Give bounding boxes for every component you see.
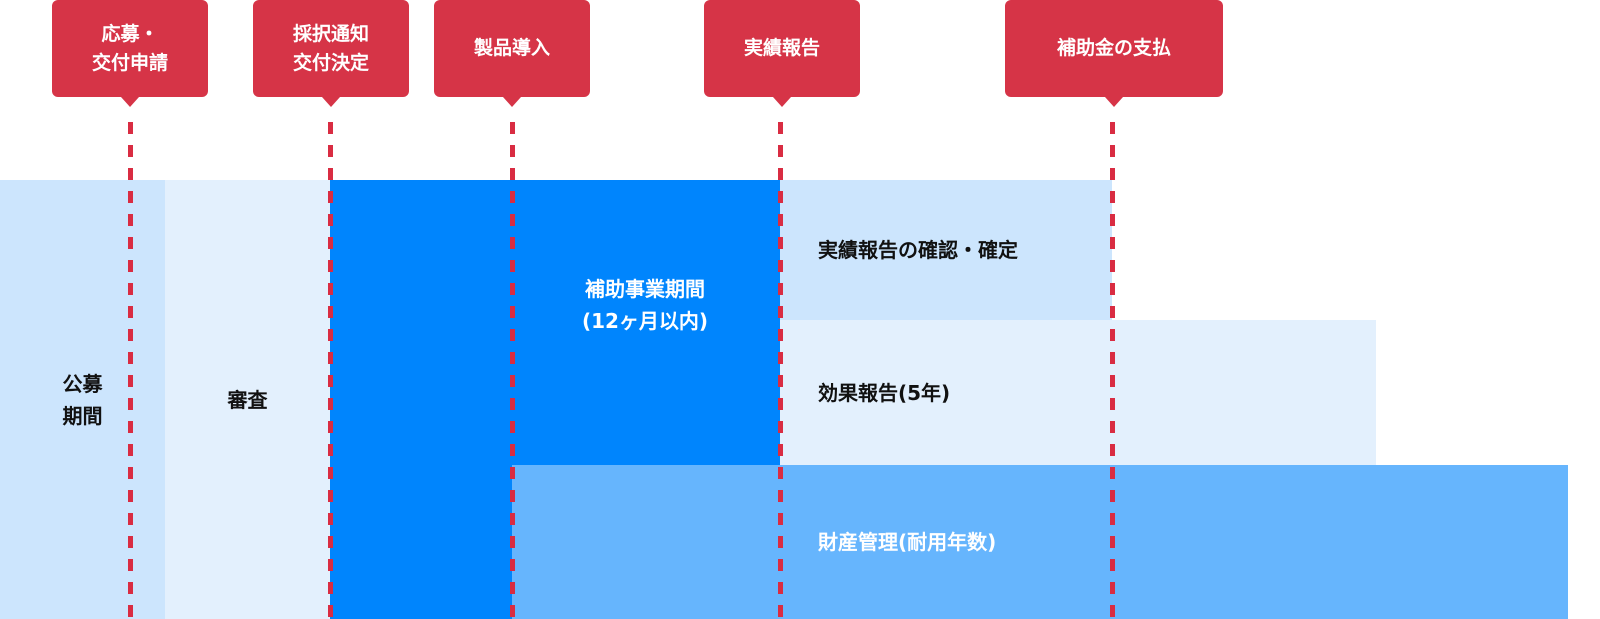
recruitment-period-label: 公募 期間 — [62, 371, 103, 428]
milestone-report: 実績報告 — [704, 0, 860, 107]
project-period-label: 補助事業期間 (12ヶ月以内) — [581, 276, 709, 333]
milestone-introduction: 製品導入 — [434, 0, 590, 107]
review-label: 審査 — [227, 387, 268, 412]
effect-report-label: 効果報告(5年) — [818, 380, 951, 405]
milestone-line-decision — [328, 122, 333, 619]
milestone-line-payment — [1110, 122, 1115, 619]
project-period-block: 補助事業期間 (12ヶ月以内) — [330, 180, 780, 465]
confirmation-label: 実績報告の確認・確定 — [818, 238, 1018, 262]
milestone-payment: 補助金の支払 — [1005, 0, 1223, 107]
milestone-application: 応募・ 交付申請 — [52, 0, 208, 107]
asset-management-label: 財産管理(耐用年数) — [818, 530, 997, 554]
milestone-decision: 採択通知 交付決定 — [253, 0, 409, 107]
milestone-line-report — [778, 122, 783, 619]
confirmation-block: 実績報告の確認・確定 — [780, 180, 1112, 320]
milestone-line-application — [128, 122, 133, 619]
asset-management-block: 財産管理(耐用年数) — [512, 465, 1568, 619]
recruitment-period-block: 公募 期間 — [0, 180, 165, 619]
review-block: 審査 — [165, 180, 330, 619]
milestone-line-introduction — [510, 122, 515, 619]
effect-report-block: 効果報告(5年) — [780, 320, 1376, 465]
